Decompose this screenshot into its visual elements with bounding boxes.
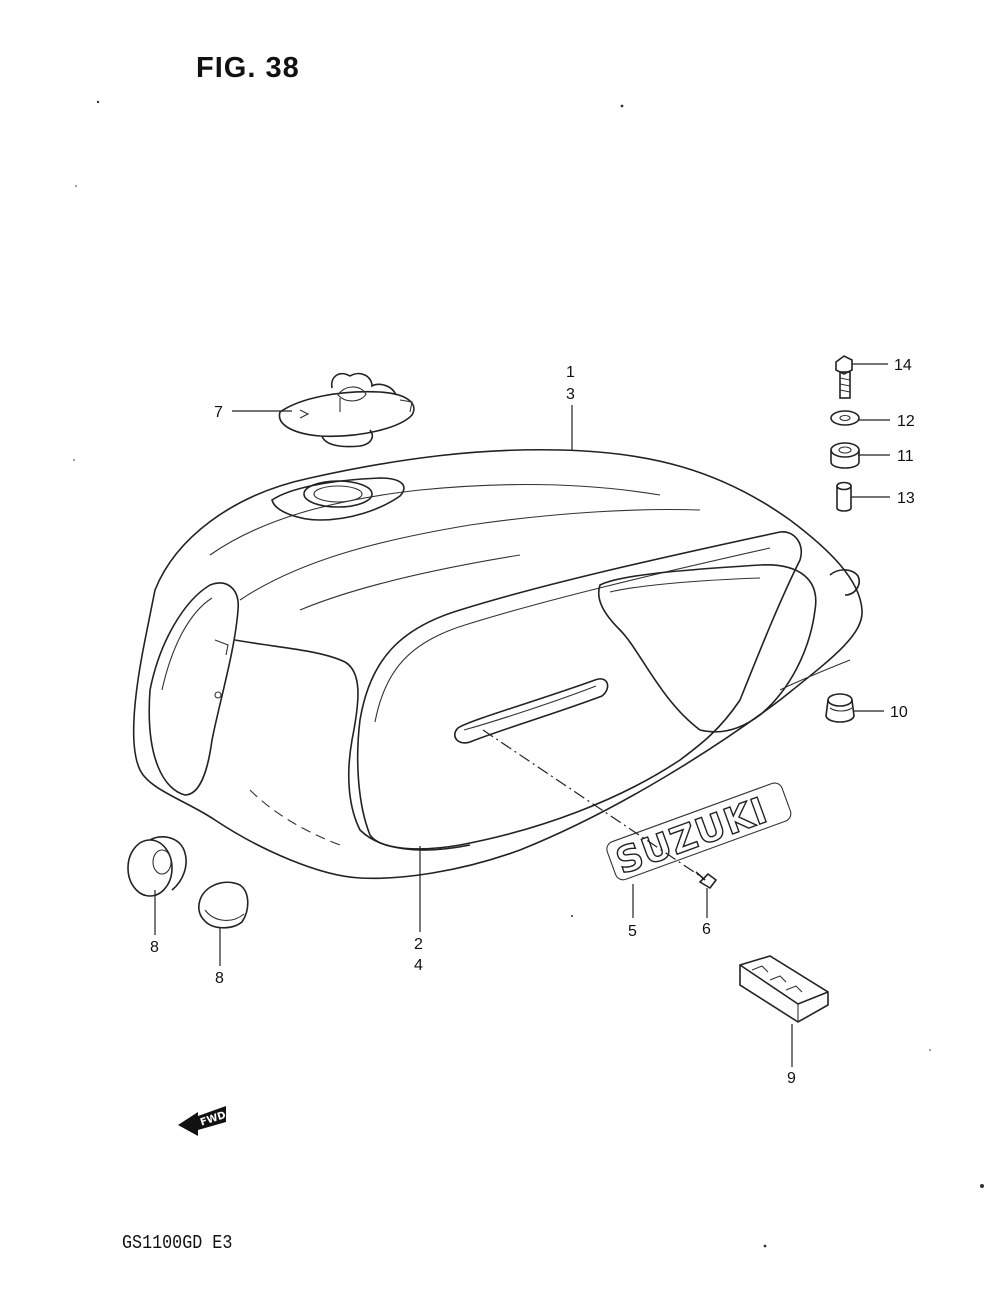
scan-specks — [73, 100, 984, 1248]
callout-8-rear: 8 — [215, 970, 224, 987]
fuel-cap — [278, 372, 415, 448]
callout-11: 11 — [897, 448, 914, 465]
leader-lines — [154, 363, 890, 1067]
cushion-rear — [198, 881, 249, 929]
callout-13: 13 — [897, 490, 915, 507]
spacer — [836, 481, 852, 512]
cushion-front — [127, 836, 187, 897]
callout-3: 3 — [566, 386, 575, 403]
rubber-cushion — [739, 955, 829, 1023]
callout-2: 2 — [414, 936, 423, 953]
grommet — [825, 693, 855, 723]
callout-6: 6 — [702, 921, 711, 938]
collar — [830, 442, 860, 469]
callout-12: 12 — [897, 413, 915, 430]
fwd-label: FWD — [199, 1110, 227, 1129]
callout-10: 10 — [890, 704, 908, 721]
callout-1: 1 — [566, 364, 575, 381]
bolt — [835, 355, 853, 399]
fwd-arrow-icon: FWD — [178, 1106, 227, 1136]
callout-9: 9 — [787, 1070, 796, 1087]
suzuki-emblem: SUZUKI — [606, 782, 792, 883]
fuel-tank — [132, 448, 863, 880]
emblem-text: SUZUKI — [611, 790, 773, 882]
screw — [695, 871, 718, 890]
callout-14: 14 — [894, 357, 912, 374]
figure-title: FIG. 38 — [196, 52, 300, 84]
callout-8-front: 8 — [150, 939, 159, 956]
washer — [830, 410, 860, 426]
callout-5: 5 — [628, 923, 637, 940]
callout-4: 4 — [414, 957, 423, 974]
callout-7: 7 — [214, 404, 223, 421]
model-code: GS1100GD E3 — [122, 1232, 233, 1254]
callout-labels: 1 3 7 2 4 5 6 8 8 9 10 11 12 13 14 — [150, 357, 915, 1087]
